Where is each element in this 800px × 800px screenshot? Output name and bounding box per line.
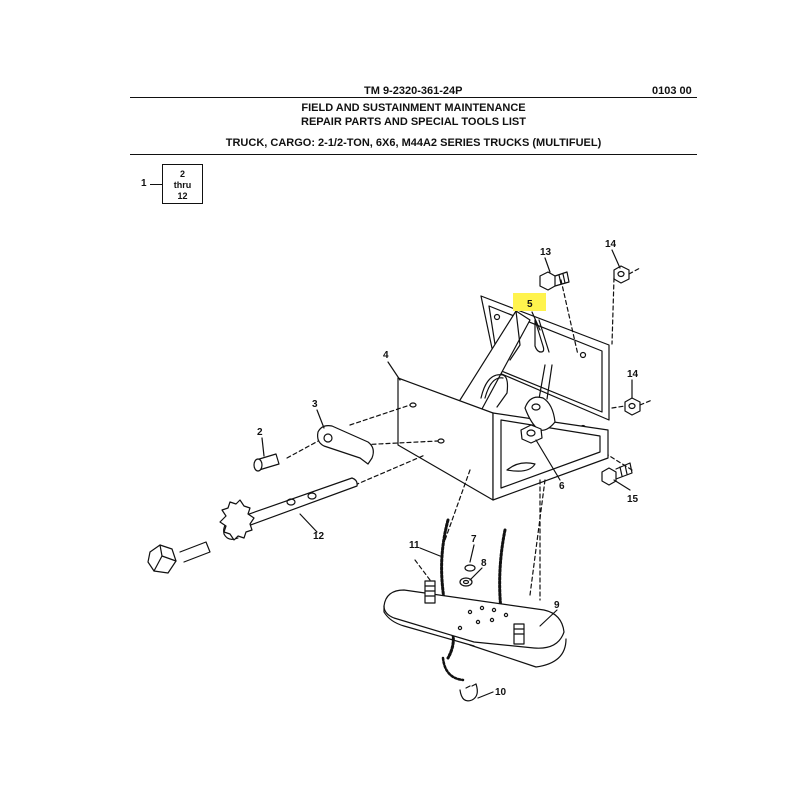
page-code: 0103 00 bbox=[652, 85, 692, 97]
callout-2: 2 bbox=[257, 427, 263, 438]
callout-12: 12 bbox=[313, 531, 325, 542]
figure-ref-leader bbox=[150, 184, 162, 185]
callout-10: 10 bbox=[495, 687, 507, 698]
shaft-12 bbox=[147, 477, 358, 574]
callout-9: 9 bbox=[554, 600, 560, 611]
title-line-3: TRUCK, CARGO: 2-1/2-TON, 6X6, M44A2 SERI… bbox=[225, 137, 602, 149]
callout-5-highlight bbox=[513, 293, 546, 311]
figure-range-box: 2 thru 12 bbox=[162, 164, 203, 204]
assembly-lines bbox=[286, 267, 653, 601]
stud-bolt-left bbox=[424, 580, 436, 604]
callout-13: 13 bbox=[540, 247, 552, 258]
header-rule-top bbox=[130, 97, 697, 98]
tm-number: TM 9-2320-361-24P bbox=[364, 85, 463, 97]
u-bolt-10 bbox=[441, 656, 478, 702]
leader-lines bbox=[261, 249, 633, 699]
cotter-pin-5 bbox=[534, 319, 550, 353]
title-line-1: FIELD AND SUSTAINMENT MAINTENANCE bbox=[301, 102, 526, 114]
range-end: 12 bbox=[177, 191, 188, 201]
step-plate-9 bbox=[383, 589, 567, 668]
callout-14-top: 14 bbox=[605, 239, 617, 250]
callout-5: 5 bbox=[527, 299, 533, 310]
callout-8: 8 bbox=[481, 558, 487, 569]
washer-7 bbox=[464, 564, 476, 572]
bolt-13 bbox=[539, 271, 570, 291]
callout-6: 6 bbox=[559, 481, 565, 492]
cam-plate bbox=[524, 396, 556, 431]
range-start: 2 bbox=[179, 169, 185, 179]
callout-3: 3 bbox=[312, 399, 318, 410]
nut-14-top bbox=[613, 265, 630, 284]
stud-bolt-right bbox=[513, 623, 525, 645]
callout-7: 7 bbox=[471, 534, 477, 545]
title-line-2: REPAIR PARTS AND SPECIAL TOOLS LIST bbox=[301, 116, 526, 128]
callout-11: 11 bbox=[409, 540, 420, 551]
pin-2 bbox=[253, 453, 280, 472]
nut-14-right bbox=[624, 397, 641, 416]
range-word: thru bbox=[173, 180, 192, 190]
header-rule-bottom bbox=[130, 154, 697, 155]
callout-4: 4 bbox=[383, 350, 389, 361]
callout-14-right: 14 bbox=[627, 369, 639, 380]
washer-8 bbox=[459, 577, 473, 587]
nut-6 bbox=[520, 424, 543, 444]
figure-item-number: 1 bbox=[141, 178, 147, 189]
lever-3 bbox=[317, 425, 374, 465]
callout-15: 15 bbox=[627, 494, 639, 505]
